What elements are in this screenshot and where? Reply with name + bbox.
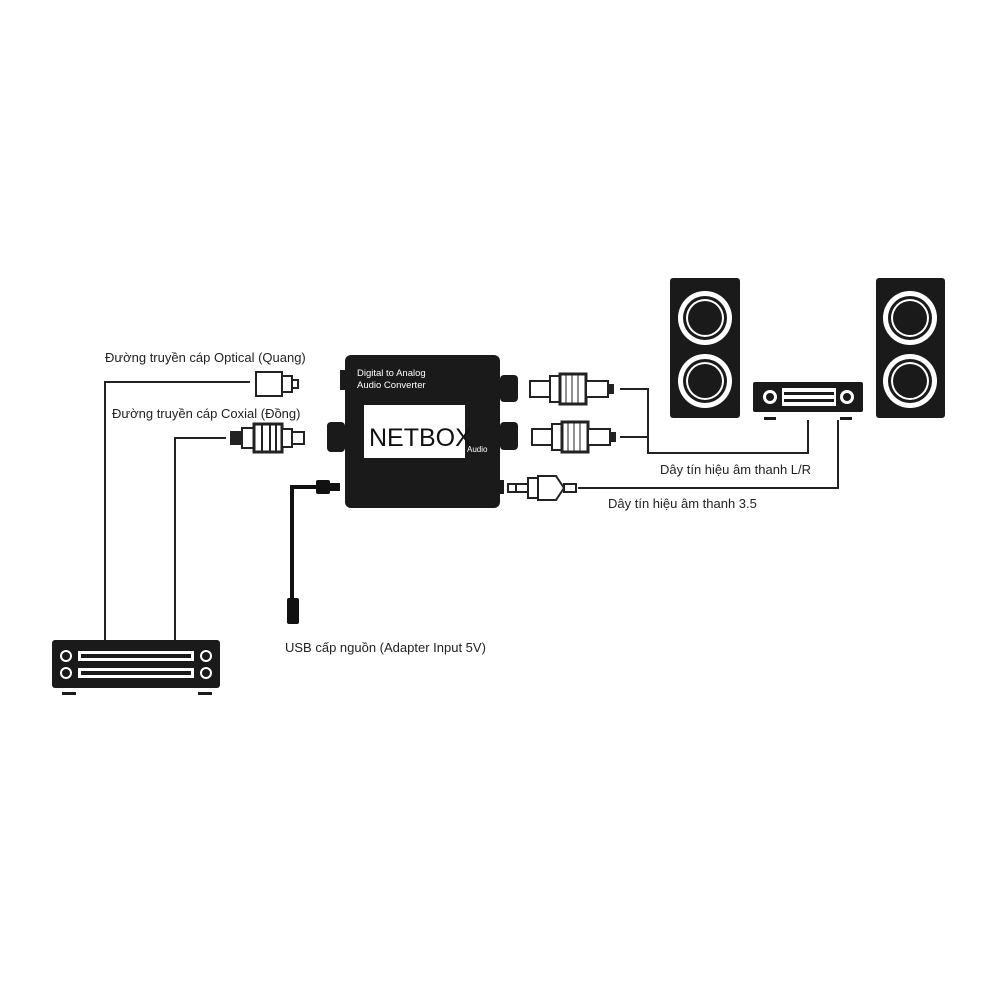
rca-plug-left-icon	[529, 372, 614, 406]
converter-box: Digital to Analog Audio Converter NETBOX…	[327, 355, 518, 508]
usb-label: USB cấp nguồn (Adapter Input 5V)	[285, 640, 486, 655]
converter-sub: Audio	[467, 445, 488, 454]
aux35-label: Dây tín hiệu âm thanh 3.5	[608, 496, 757, 511]
audio-jack-35-icon	[507, 475, 577, 501]
optical-cable-wire	[104, 381, 250, 640]
converter-brand: NETBOX	[369, 424, 472, 452]
dvd-player-icon	[52, 640, 220, 695]
aux35-cable-wire	[578, 420, 839, 489]
coaxial-label: Đường truyền cáp Coxial (Đồng)	[112, 406, 300, 421]
converter-line2: Audio Converter	[357, 380, 426, 391]
amplifier-icon	[753, 382, 863, 420]
lr-cable-wire	[620, 388, 809, 454]
coaxial-connector-icon	[230, 422, 305, 454]
optical-label: Đường truyền cáp Optical (Quang)	[105, 350, 306, 365]
usb-plug-icon	[287, 480, 340, 624]
speaker-left-icon	[670, 278, 740, 418]
speaker-right-icon	[876, 278, 945, 418]
optical-connector-icon	[255, 371, 299, 397]
converter-line1: Digital to Analog	[357, 368, 426, 379]
lr-label: Dây tín hiệu âm thanh L/R	[660, 462, 811, 477]
rca-plug-right-icon	[531, 420, 616, 454]
usb-cable-wire	[290, 485, 318, 600]
coaxial-cable-wire	[174, 437, 226, 640]
